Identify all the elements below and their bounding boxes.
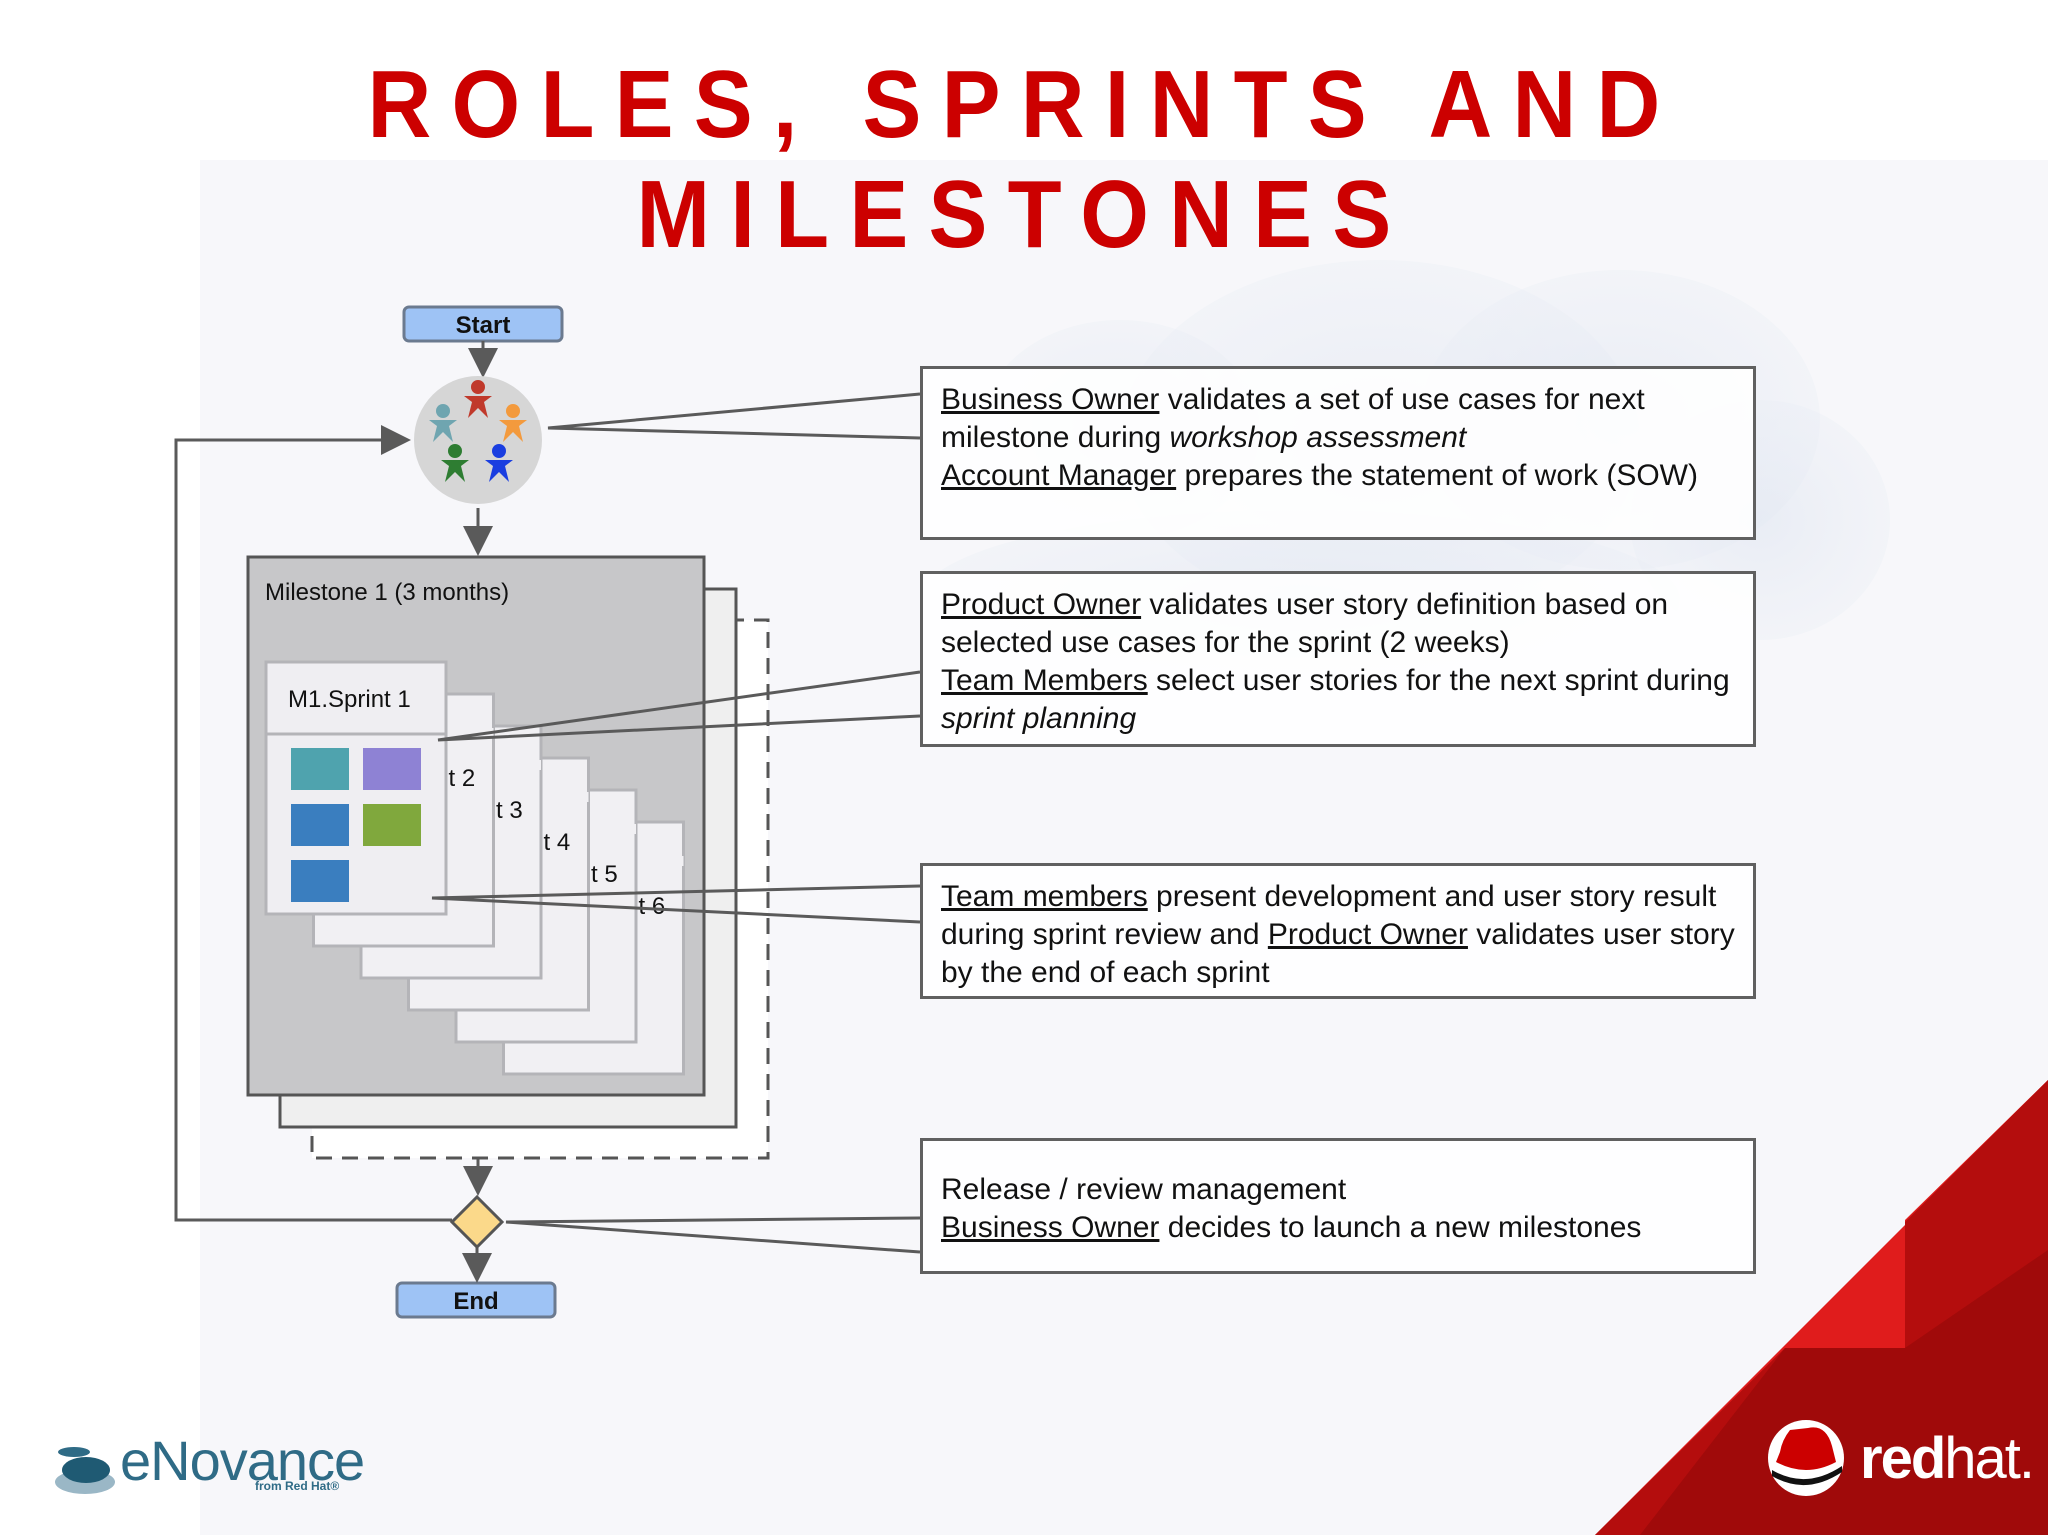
enovance-logo-text: eNovance bbox=[120, 1429, 365, 1492]
sprint-label: M1.Sprint 1 bbox=[288, 686, 411, 713]
start-label: Start bbox=[456, 312, 511, 339]
note1-italic: workshop assessment bbox=[1169, 421, 1467, 454]
roles-group-icon bbox=[414, 376, 542, 504]
redhat-logo-bold: red bbox=[1860, 1426, 1946, 1491]
redhat-logo-text: redhat. bbox=[1860, 1425, 2035, 1492]
note-product-owner: Product Owner validates user story defin… bbox=[920, 571, 1756, 747]
role-business-owner: Business Owner bbox=[941, 383, 1160, 416]
redhat-logo-icon bbox=[1768, 1420, 1844, 1496]
note2-italic: sprint planning bbox=[941, 702, 1137, 735]
note-team-members: Team members present development and use… bbox=[920, 863, 1756, 999]
note4-text1: decides to launch a new milestones bbox=[1159, 1211, 1642, 1244]
note3-text1: present development and user story resul… bbox=[941, 880, 1717, 951]
note1-text1: validates a set of use cases for next mi… bbox=[941, 383, 1645, 454]
person-icon bbox=[464, 380, 492, 418]
role-team-members: Team Members bbox=[941, 664, 1148, 697]
person-icon bbox=[485, 444, 513, 482]
role-account-manager: Account Manager bbox=[941, 459, 1177, 492]
start-node: Start bbox=[402, 305, 564, 343]
redhat-corner-graphic bbox=[1595, 1080, 2048, 1535]
user-story-tile bbox=[363, 804, 421, 846]
sprint-tab-label: t 4 bbox=[544, 829, 571, 856]
person-icon bbox=[499, 404, 527, 442]
user-story-tile bbox=[291, 748, 349, 790]
sprint-tab-label: t 3 bbox=[496, 797, 523, 824]
person-icon bbox=[429, 404, 457, 442]
end-node: End bbox=[395, 1281, 557, 1319]
enovance-logo-sub: from Red Hat® bbox=[255, 1479, 340, 1493]
note4-line1: Release / review management bbox=[941, 1173, 1347, 1206]
note-connectors bbox=[431, 392, 921, 1254]
role-team-members-review: Team members bbox=[941, 880, 1148, 913]
sprint-tab-label: t 2 bbox=[449, 765, 476, 792]
user-story-tile bbox=[363, 748, 421, 790]
redhat-logo-light: hat. bbox=[1944, 1426, 2035, 1491]
sprint-tab-label: t 5 bbox=[591, 861, 618, 888]
slide-title: ROLES, SPRINTS AND MILESTONES bbox=[367, 51, 1681, 268]
note1-text2: prepares the statement of work (SOW) bbox=[1176, 459, 1698, 492]
note-business-owner: Business Owner validates a set of use ca… bbox=[920, 366, 1756, 540]
note2-text1: validates user story definition based on… bbox=[941, 588, 1669, 659]
user-story-tile bbox=[291, 860, 349, 902]
role-business-owner-release: Business Owner bbox=[941, 1211, 1160, 1244]
decision-diamond bbox=[449, 1194, 505, 1250]
note2-text2: select user stories for the next sprint … bbox=[1147, 664, 1730, 697]
sprint-card-front: M1.Sprint 1 bbox=[264, 660, 448, 916]
sprint-tab-label: t 6 bbox=[639, 893, 666, 920]
note3-text2: validates user story by the end of each … bbox=[941, 918, 1735, 989]
person-icon bbox=[441, 444, 469, 482]
note-release-management: Release / review management Business Own… bbox=[920, 1138, 1756, 1274]
user-story-tile bbox=[291, 804, 349, 846]
end-label: End bbox=[453, 1288, 498, 1315]
role-product-owner-review: Product Owner bbox=[1267, 918, 1468, 951]
sprint-stack: t 6 t 5 t 4 t 3 t 2 M1.Sprint 1 bbox=[264, 660, 685, 1076]
enovance-logo-icon bbox=[55, 1447, 115, 1494]
milestone-label: Milestone 1 (3 months) bbox=[265, 579, 509, 606]
role-product-owner: Product Owner bbox=[941, 588, 1142, 621]
